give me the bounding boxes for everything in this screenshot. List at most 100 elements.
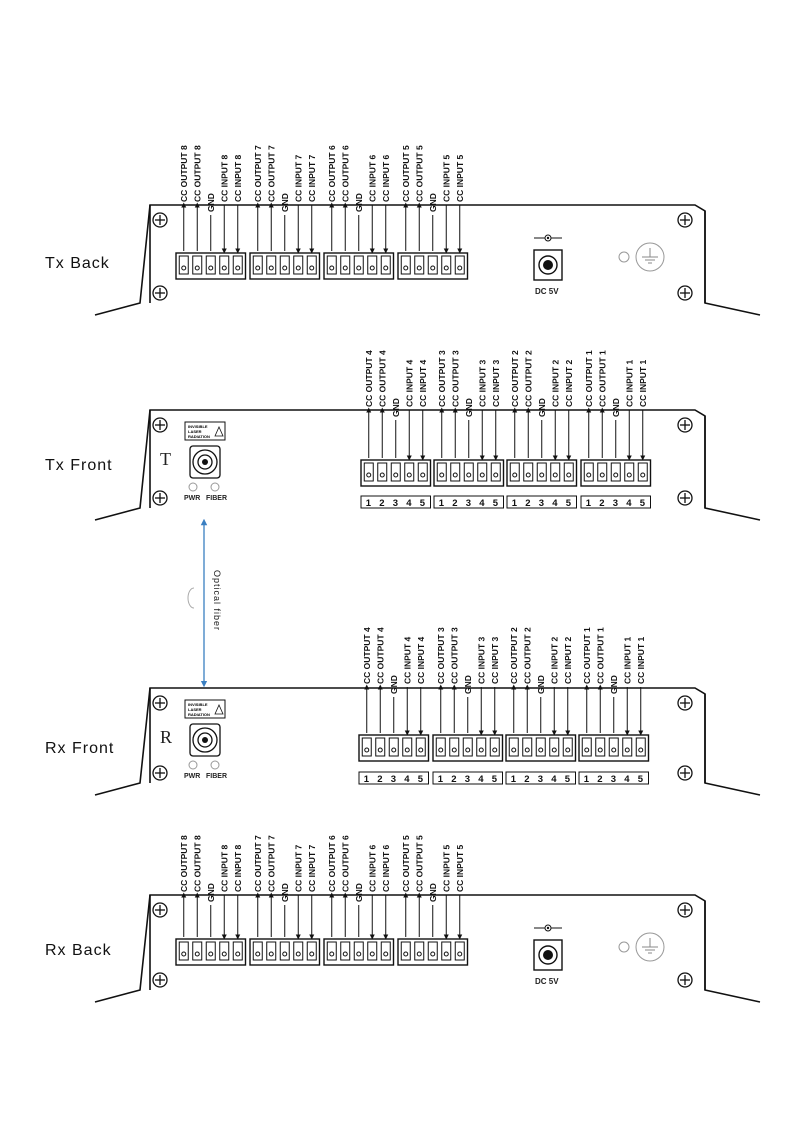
pin-number: 4 — [406, 498, 412, 509]
ground-led — [618, 251, 630, 263]
screw-icon — [677, 972, 693, 988]
screw-icon — [152, 490, 168, 506]
fiber-connector-ferrule — [202, 459, 208, 465]
pin-number: 3 — [391, 774, 396, 785]
laser-warning-icon — [214, 704, 224, 715]
pin-number-strip — [433, 495, 504, 509]
terminal-screw — [342, 265, 348, 271]
pin-number-strip — [432, 771, 503, 785]
terminal-slot — [427, 255, 438, 275]
terminal-screw — [552, 472, 558, 478]
terminal-screw — [377, 747, 383, 753]
pin-number: 1 — [511, 774, 517, 785]
pin-label: CC OUTPUT 3 — [450, 350, 460, 407]
terminal-screw — [443, 265, 449, 271]
pin-label: GND — [536, 675, 546, 694]
pin-label: CC OUTPUT 5 — [414, 145, 424, 202]
terminal-slot — [192, 941, 203, 961]
terminal-slot — [597, 462, 608, 482]
terminal-slot — [583, 462, 594, 482]
pin-number-strip — [505, 771, 576, 785]
terminal-slot — [595, 737, 606, 757]
panel-letter: R — [160, 727, 172, 747]
terminal-slot — [252, 941, 263, 961]
pin-label: CC OUTPUT 5 — [401, 835, 411, 892]
pin-number: 1 — [439, 498, 445, 509]
pin-number-strip — [358, 771, 429, 785]
terminal-slot — [178, 255, 189, 275]
warning-text: INVISIBLE — [188, 424, 208, 429]
pin-label: CC OUTPUT 5 — [414, 835, 424, 892]
pin-label: CC INPUT 8 — [219, 845, 229, 893]
terminal-screw — [379, 472, 385, 478]
terminal-slot — [279, 941, 290, 961]
terminal-screw — [443, 951, 449, 957]
pin-label: CC OUTPUT 2 — [522, 627, 532, 684]
pin-number: 2 — [525, 498, 530, 509]
terminal-slot — [353, 941, 364, 961]
terminal-slot — [340, 941, 351, 961]
led-label: PWR — [184, 773, 200, 780]
terminal-screw — [457, 265, 463, 271]
terminal-slot — [477, 462, 488, 482]
pin-label: CC INPUT 2 — [550, 360, 560, 408]
terminal-slot — [205, 941, 216, 961]
terminal-slot — [178, 941, 189, 961]
pin-number: 5 — [492, 774, 498, 785]
terminal-screw — [366, 472, 372, 478]
pin-label: CC INPUT 7 — [307, 155, 317, 203]
terminal-slot — [380, 255, 391, 275]
screw-icon — [677, 212, 693, 228]
terminal-slot — [441, 941, 452, 961]
pin-number: 5 — [638, 774, 644, 785]
terminal-slot — [353, 255, 364, 275]
terminal-screw — [235, 265, 241, 271]
pin-label: CC INPUT 1 — [624, 360, 634, 408]
terminal-screw — [492, 747, 498, 753]
terminal-screw — [624, 747, 630, 753]
pin-label: CC OUTPUT 6 — [340, 835, 350, 892]
screw-icon — [677, 490, 693, 506]
pin-label: CC OUTPUT 1 — [584, 350, 594, 407]
terminal-slot — [581, 737, 592, 757]
terminal-slot — [252, 255, 263, 275]
terminal-slot — [523, 462, 534, 482]
terminal-screw — [566, 472, 572, 478]
pin-number: 3 — [539, 498, 544, 509]
terminal-screw — [208, 265, 214, 271]
pin-label: CC OUTPUT 3 — [437, 350, 447, 407]
laser-warning-icon — [214, 426, 224, 437]
terminal-screw — [295, 951, 301, 957]
pin-number: 2 — [599, 498, 604, 509]
terminal-slot — [367, 255, 378, 275]
terminal-screw — [268, 951, 274, 957]
terminal-slot — [205, 255, 216, 275]
terminal-screw — [478, 747, 484, 753]
pin-number: 5 — [493, 498, 499, 509]
pin-number: 5 — [420, 498, 426, 509]
terminal-screw — [452, 472, 458, 478]
pin-label: CC INPUT 5 — [441, 845, 451, 893]
pin-label: CC OUTPUT 2 — [509, 627, 519, 684]
fiber-loop-icon — [187, 587, 195, 609]
terminal-slot — [462, 737, 473, 757]
pin-label: GND — [537, 398, 547, 417]
terminal-slot — [266, 255, 277, 275]
dc-power-jack: DC 5V — [533, 234, 563, 296]
pin-label: CC OUTPUT 1 — [582, 627, 592, 684]
pin-label: GND — [354, 193, 364, 212]
pin-label: CC INPUT 1 — [638, 360, 648, 408]
panel-side-label: Tx Front — [45, 457, 113, 474]
ground-led — [618, 941, 630, 953]
panel-side-label: Tx Back — [45, 255, 110, 272]
terminal-slot — [489, 737, 500, 757]
pin-label: CC INPUT 6 — [381, 155, 391, 203]
pin-label: GND — [280, 193, 290, 212]
pin-label: CC INPUT 1 — [622, 637, 632, 685]
